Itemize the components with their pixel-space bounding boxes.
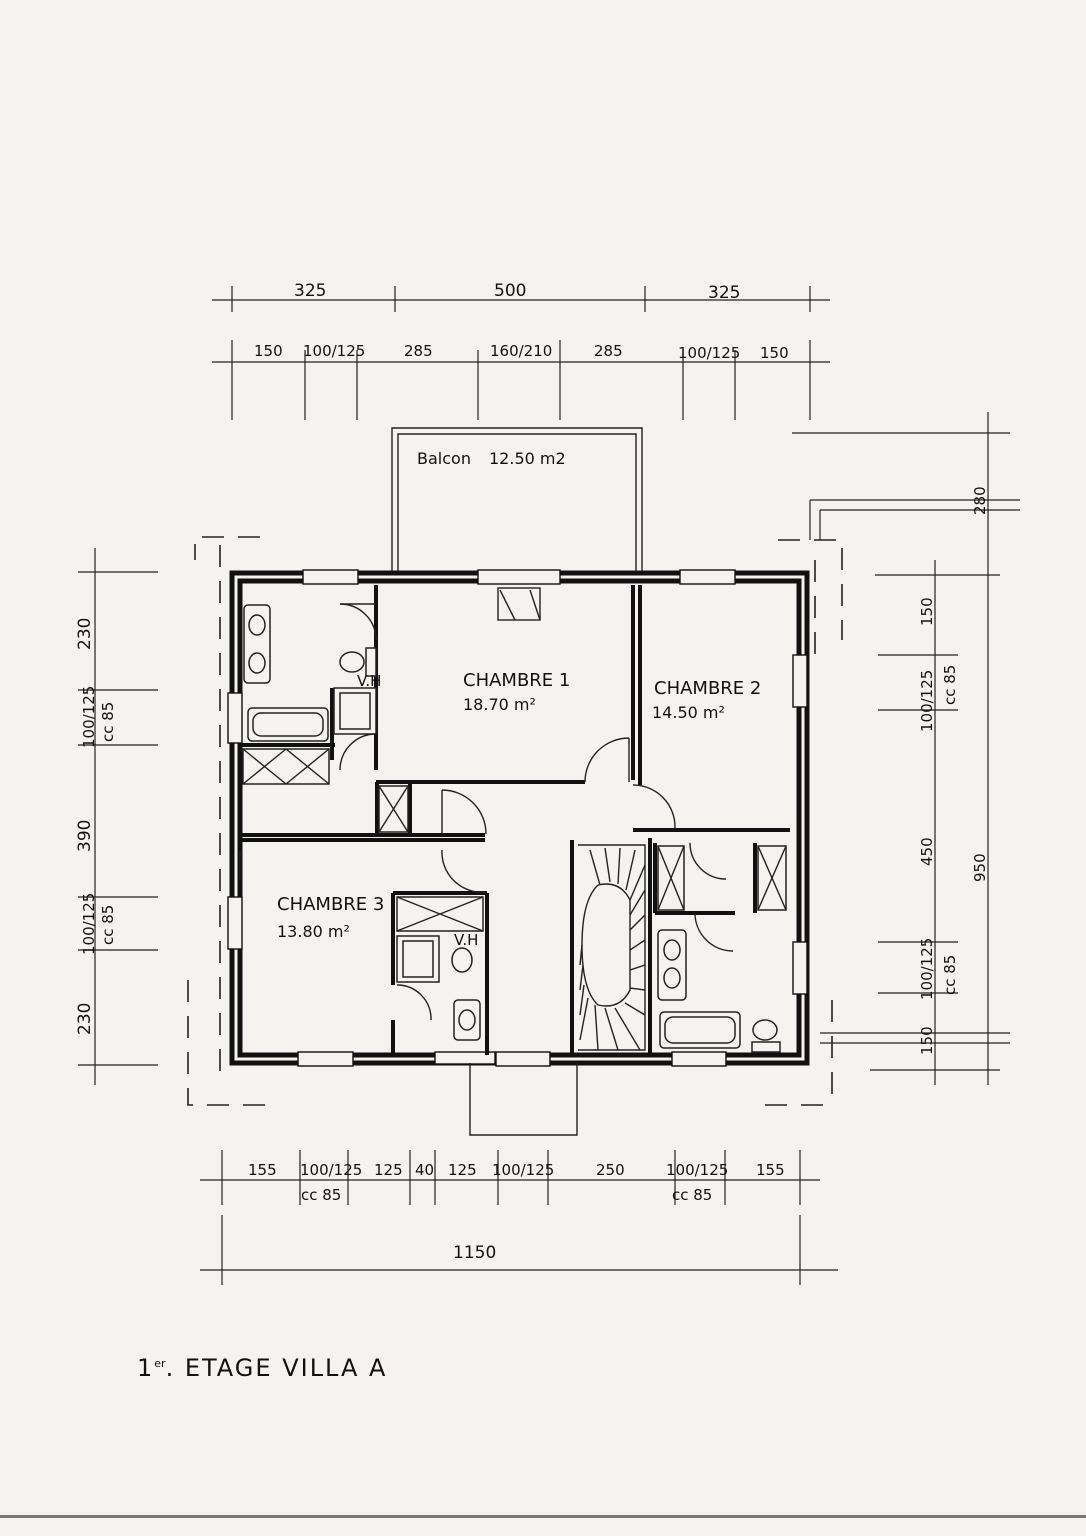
dim-bottom-cc-1: cc 85 (301, 1186, 341, 1204)
dim-right-1: 280 (971, 486, 989, 515)
dim-bottom-1: 155 (248, 1161, 277, 1179)
dim-top-detail-6: 100/125 (678, 344, 740, 362)
dim-left-7: 230 (75, 1003, 95, 1035)
dim-top-1: 325 (294, 281, 326, 301)
dimension-labels: 325 500 325 150 100/125 285 160/210 285 … (75, 281, 989, 1263)
dim-top-detail-5: 285 (594, 342, 623, 360)
dim-right-6: 950 (971, 853, 989, 882)
room-name-chambre-1: CHAMBRE 1 (463, 670, 570, 691)
staircase (578, 844, 646, 1051)
dim-left-4: 390 (75, 820, 95, 852)
dim-left-6: cc 85 (99, 905, 117, 945)
room-name-chambre-2: CHAMBRE 2 (654, 678, 761, 699)
dim-top-detail-2: 100/125 (303, 342, 365, 360)
dim-bottom-7: 250 (596, 1161, 625, 1179)
dim-top-detail-3: 285 (404, 342, 433, 360)
dim-bottom-8: 100/125 (666, 1161, 728, 1179)
ventilation-label-1: V.H (357, 672, 381, 690)
ventilation-label-2: V.H (454, 931, 478, 949)
dim-bottom-9: 155 (756, 1161, 785, 1179)
dashed-outline (187, 536, 843, 1106)
dim-left-2: 100/125 (80, 686, 98, 748)
doors (239, 587, 734, 1021)
balcony-area: 12.50 m2 (489, 449, 566, 468)
dim-bottom-4: 40 (415, 1161, 434, 1179)
dim-bottom-total: 1150 (453, 1243, 496, 1263)
dim-top-3: 325 (708, 283, 740, 303)
dim-left-1: 230 (75, 618, 95, 650)
dim-top-detail-4: 160/210 (490, 342, 552, 360)
dim-top-detail-7: 150 (760, 344, 789, 362)
dimension-lines (78, 286, 1020, 1285)
dim-right-7: 100/125 (918, 938, 936, 1000)
balcony-label: Balcon (417, 449, 471, 468)
dim-top-detail-1: 150 (254, 342, 283, 360)
dim-bottom-6: 100/125 (492, 1161, 554, 1179)
room-name-chambre-3: CHAMBRE 3 (277, 894, 384, 915)
entrance-canopy (469, 1063, 578, 1136)
room-labels: CHAMBRE 1 18.70 m² CHAMBRE 2 14.50 m² CH… (277, 670, 761, 941)
dim-right-4: cc 85 (941, 665, 959, 705)
dim-right-2: 150 (918, 597, 936, 626)
dim-right-3: 100/125 (918, 670, 936, 732)
dim-bottom-3: 125 (374, 1161, 403, 1179)
dim-right-8: cc 85 (941, 955, 959, 995)
dim-right-9: 150 (918, 1026, 936, 1055)
plan-title: 1er. ETAGE VILLA A (137, 1354, 388, 1382)
balcony: Balcon 12.50 m2 (391, 427, 643, 575)
dim-bottom-cc-2: cc 85 (672, 1186, 712, 1204)
title-text: ETAGE VILLA A (184, 1354, 388, 1382)
dim-bottom-5: 125 (448, 1161, 477, 1179)
title-prefix: 1 (137, 1354, 155, 1382)
room-area-chambre-3: 13.80 m² (277, 922, 350, 941)
dim-right-5: 450 (918, 837, 936, 866)
page-bottom-rule (0, 1515, 1086, 1518)
title-superscript: er (154, 1357, 166, 1370)
dim-bottom-2: 100/125 (300, 1161, 362, 1179)
room-area-chambre-1: 18.70 m² (463, 695, 536, 714)
dim-left-3: cc 85 (99, 702, 117, 742)
exterior-walls (227, 569, 810, 1067)
dim-left-5: 100/125 (80, 893, 98, 955)
room-area-chambre-2: 14.50 m² (652, 703, 725, 722)
bathroom-fixtures: V.H V.H (242, 604, 787, 1053)
dim-top-2: 500 (494, 281, 526, 301)
interior-walls (240, 585, 790, 1055)
